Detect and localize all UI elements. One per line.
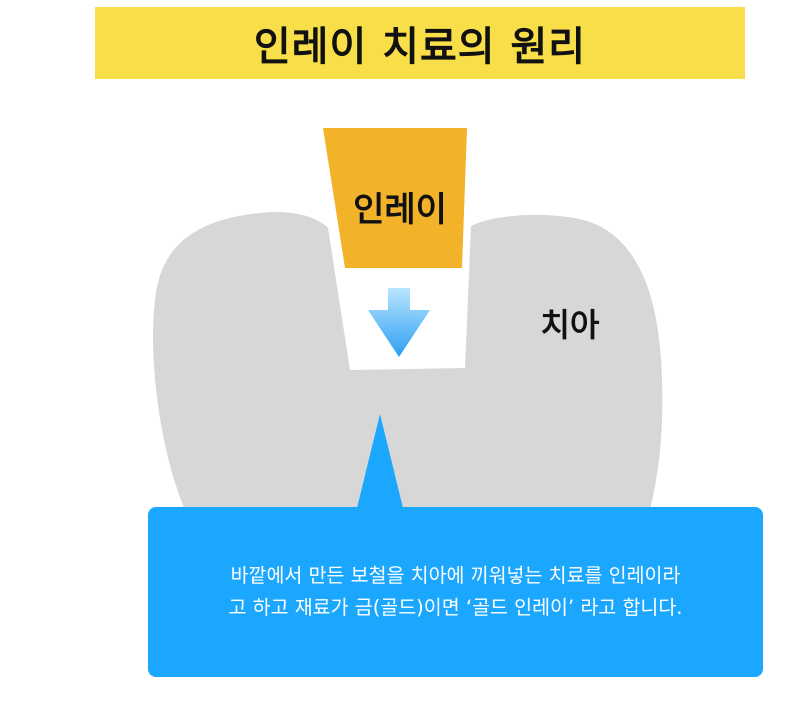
- tooth-shape: [153, 212, 663, 510]
- arrow-down-icon: [368, 288, 430, 357]
- explanation-callout: 바깥에서 만든 보철을 치아에 끼워넣는 치료를 인레이라 고 하고 재료가 금…: [148, 507, 763, 677]
- title-banner: 인레이 치료의 원리: [95, 7, 745, 79]
- inlay-label: 인레이: [353, 190, 447, 230]
- page-title: 인레이 치료의 원리: [253, 24, 587, 70]
- callout-pointer: [356, 414, 404, 512]
- tooth-label: 치아: [540, 306, 600, 344]
- callout-text: 바깥에서 만든 보철을 치아에 끼워넣는 치료를 인레이라 고 하고 재료가 금…: [228, 564, 683, 619]
- inlay-block: [323, 128, 467, 268]
